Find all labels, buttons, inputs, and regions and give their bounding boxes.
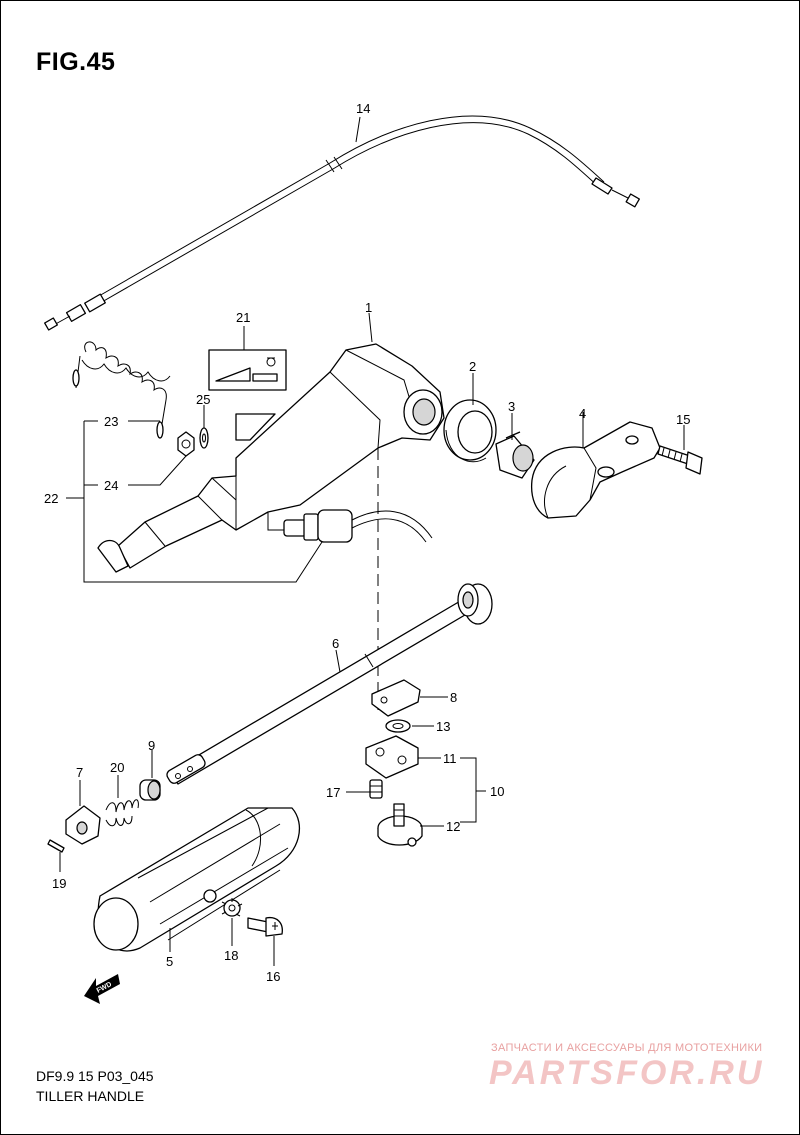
callout-8: 8: [450, 690, 457, 705]
callout-3: 3: [508, 399, 515, 414]
part-12-adjuster: [377, 803, 423, 847]
part-2-bushing: [443, 399, 497, 463]
part-8-plate: [371, 679, 421, 717]
model-code: DF9.9 15 P03_045: [36, 1068, 154, 1084]
part-4-bracket: [530, 421, 661, 519]
part-16-screw: [247, 916, 283, 937]
part-24-nut: [177, 431, 195, 457]
part-6-throttle-shaft: [166, 583, 493, 785]
callout-7: 7: [76, 765, 83, 780]
part-3-collar: [495, 431, 535, 479]
part-11-block: [365, 735, 419, 779]
part-1-tiller-handle: [97, 343, 445, 573]
callout-23: 23: [104, 414, 118, 429]
watermark-brand: PARTSFOR.RU: [489, 1054, 765, 1092]
part-5-grip: [93, 807, 301, 952]
callout-15: 15: [676, 412, 690, 427]
part-20-spring: [105, 799, 139, 827]
callout-12: 12: [446, 819, 460, 834]
part-15-bolt: [657, 445, 703, 475]
callout-24: 24: [104, 478, 118, 493]
part-21-label: [208, 349, 287, 391]
callout-14: 14: [356, 101, 370, 116]
callout-5: 5: [166, 954, 173, 969]
callout-13: 13: [436, 719, 450, 734]
callout-20: 20: [110, 760, 124, 775]
callout-1: 1: [365, 300, 372, 315]
part-19-pin: [47, 839, 65, 853]
watermark-tagline: ЗАПЧАСТИ И АКСЕССУАРЫ ДЛЯ МОТОТЕХНИКИ: [491, 1042, 763, 1054]
callout-17: 17: [326, 785, 340, 800]
fwd-label: FWD: [96, 981, 113, 995]
part-18-lock-washer: [221, 898, 243, 917]
figure-title: FIG.45: [36, 48, 116, 76]
callout-10: 10: [490, 784, 504, 799]
callout-11: 11: [443, 751, 457, 766]
part-9-sleeve: [139, 779, 161, 801]
callout-19: 19: [52, 876, 66, 891]
callout-22: 22: [44, 491, 58, 506]
part-13-washer: [385, 719, 411, 733]
part-25-washer: [199, 427, 209, 449]
callout-25: 25: [196, 392, 210, 407]
callout-18: 18: [224, 948, 238, 963]
handle-wire-connector: [267, 509, 433, 543]
callout-16: 16: [266, 969, 280, 984]
leader-lines: [59, 116, 685, 966]
callout-6: 6: [332, 636, 339, 651]
part-7-cam: [65, 805, 101, 845]
callout-2: 2: [469, 359, 476, 374]
part-23-coiled-cord: [72, 341, 171, 439]
part-14-cable: [44, 115, 640, 331]
callout-4: 4: [579, 406, 586, 421]
callout-21: 21: [236, 310, 250, 325]
callout-labels: 14 1 21 2 3 4 15 25 23 24 22 6 8 13 11 1…: [44, 101, 690, 984]
figure-name: TILLER HANDLE: [36, 1088, 145, 1104]
part-17-screw: [369, 779, 383, 799]
fwd-arrow-icon: FWD: [84, 974, 120, 1004]
callout-9: 9: [148, 738, 155, 753]
